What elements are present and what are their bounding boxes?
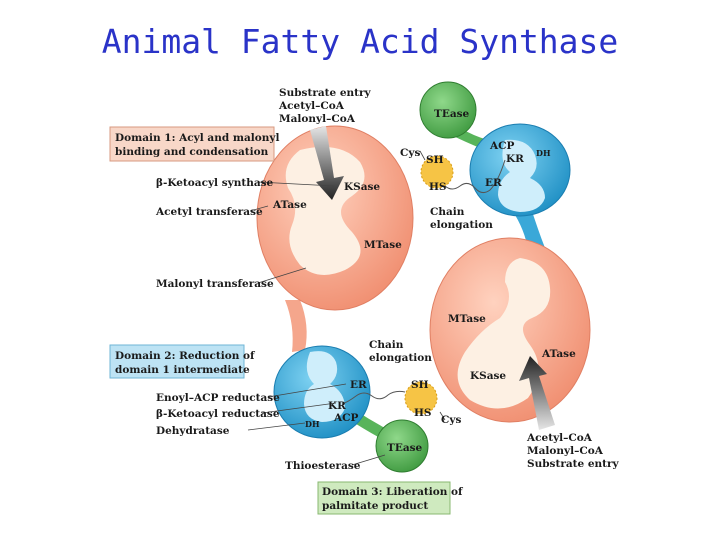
domain2-box: Domain 2: Reduction of domain 1 intermed… [109, 344, 256, 379]
neck-lower-salmon [285, 300, 307, 352]
domain3-line2: palmitate product [322, 500, 428, 512]
pantetheine-arm-bottom [341, 390, 406, 405]
sh-label-bottom: SH [411, 379, 429, 391]
substrate-entry-top-3: Malonyl–CoA [279, 113, 356, 125]
substrate-arrow-top [310, 126, 344, 200]
domain1-upper-salmon-lobe [256, 125, 414, 311]
label-malonyl-transferase: Malonyl transferase [156, 278, 274, 290]
sh-circle-top [420, 155, 454, 189]
enzyme-dh-bottom: DH [305, 419, 320, 429]
enzyme-kr-bottom: KR [328, 400, 346, 412]
leader-lines [247, 150, 446, 466]
domain1-box: Domain 1: Acyl and malonyl binding and c… [109, 126, 280, 162]
hs-label-bottom: HS [414, 407, 432, 419]
enzyme-er-top: ER [485, 177, 502, 189]
enzyme-atase-top: ATase [272, 199, 307, 211]
upper-blue-cavity [498, 139, 545, 212]
domain2-line2: domain 1 intermediate [115, 364, 250, 376]
domain3-box: Domain 3: Liberation of palmitate produc… [317, 481, 464, 515]
label-thioesterase: Thioesterase [285, 460, 361, 472]
upper-salmon-cavity [285, 146, 365, 275]
enzyme-ksase-bottom: KSase [470, 370, 506, 382]
enzyme-ksase-top: KSase [344, 181, 380, 193]
substrate-entry-bottom-2: Malonyl–CoA [527, 445, 604, 457]
domain2-upper-blue-lobe [469, 123, 571, 217]
enzyme-mtase-bottom: MTase [448, 313, 486, 325]
enzyme-mtase-top: MTase [364, 239, 402, 251]
cys-label-bottom: Cys [441, 414, 461, 426]
substrate-entry-top: Substrate entry Acetyl–CoA Malonyl–CoA [278, 87, 372, 125]
label-ketoacyl-reductase: β-Ketoacyl reductase [156, 408, 280, 420]
chain-elongation-top-1: Chain [430, 206, 465, 218]
enzyme-er-bottom: ER [350, 379, 367, 391]
label-dehydratase: Dehydratase [156, 425, 230, 437]
enzyme-dh-top: DH [536, 148, 551, 158]
domain2-line1: Domain 2: Reduction of [115, 350, 256, 362]
enzyme-tease-top: TEase [434, 108, 470, 120]
domain1-line2: binding and condensation [115, 146, 269, 158]
tease-bottom-circle [375, 419, 429, 473]
enzyme-atase-bottom: ATase [541, 348, 576, 360]
substrate-entry-bottom: Acetyl–CoA Malonyl–CoA Substrate entry [526, 432, 620, 470]
hs-label-top: HS [429, 181, 447, 193]
tease-top-circle [419, 81, 477, 139]
chain-elongation-bottom-1: Chain [369, 339, 404, 351]
sh-label-top: SH [426, 154, 444, 166]
substrate-entry-bottom-1: Acetyl–CoA [526, 432, 593, 444]
pantetheine-arm-top [444, 159, 506, 194]
label-enoyl-acp-reductase: Enoyl–ACP reductase [156, 392, 280, 404]
slide-title: Animal Fatty Acid Synthase [101, 22, 619, 61]
domain3-line1: Domain 3: Liberation of [322, 486, 464, 498]
domain1-line1: Domain 1: Acyl and malonyl [115, 132, 280, 144]
enzyme-tease-bottom: TEase [387, 442, 423, 454]
substrate-entry-top-1: Substrate entry [279, 87, 372, 99]
chain-elongation-bottom-2: elongation [369, 352, 432, 364]
sh-circle-bottom [404, 381, 438, 415]
label-acetyl-transferase: Acetyl transferase [155, 206, 263, 218]
enzyme-acp-bottom: ACP [333, 412, 359, 424]
enzyme-acp-top: ACP [489, 140, 515, 152]
enzyme-kr-top: KR [506, 153, 524, 165]
substrate-entry-top-2: Acetyl–CoA [278, 100, 345, 112]
substrate-arrow-bottom [519, 356, 555, 430]
domain2-lower-blue-lobe [273, 345, 371, 439]
lower-blue-cavity [304, 351, 345, 422]
substrate-entry-bottom-3: Substrate entry [527, 458, 620, 470]
cys-label-top: Cys [400, 147, 420, 159]
chain-elongation-top-2: elongation [430, 219, 493, 231]
domain1-lower-salmon-lobe [429, 237, 591, 423]
label-ketoacyl-synthase: β-Ketoacyl synthase [156, 177, 274, 189]
